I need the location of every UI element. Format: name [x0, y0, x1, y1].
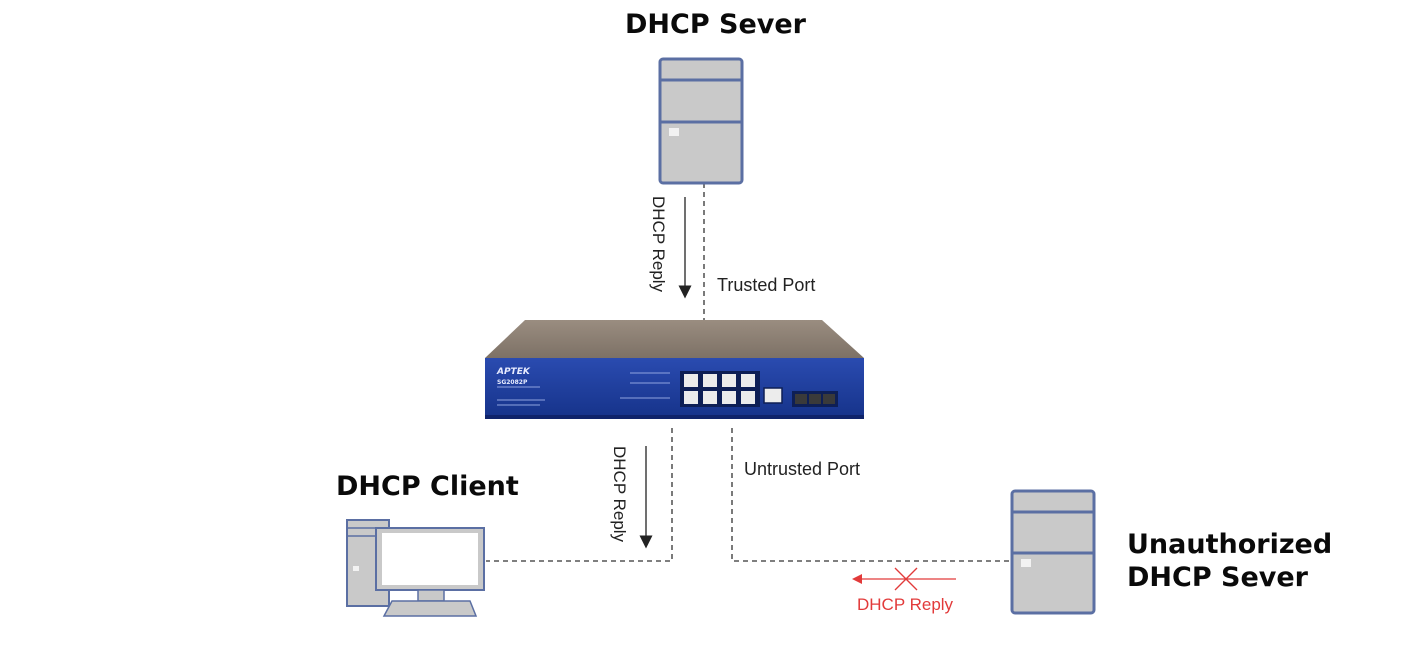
unauthorized-server-title-line1: Unauthorized [1127, 529, 1333, 560]
unauthorized-server-icon [1010, 489, 1096, 615]
reply-label-blocked: DHCP Reply [857, 595, 954, 614]
dhcp-client-title: DHCP Client [336, 471, 519, 502]
network-switch-icon [485, 320, 864, 419]
link-switch-unauthorized [731, 428, 1012, 562]
dhcp-server-icon [658, 57, 744, 185]
trusted-port-label: Trusted Port [717, 275, 816, 295]
unauthorized-server-title-line2: DHCP Sever [1127, 562, 1308, 593]
reply-label-server: DHCP Reply [649, 196, 668, 293]
blocked-reply-arrow [852, 574, 956, 584]
switch-brand-logo: APTEK [497, 367, 530, 377]
dhcp-server-title: DHCP Sever [625, 9, 806, 40]
dhcp-client-computer-icon [346, 519, 485, 617]
untrusted-port-label: Untrusted Port [744, 459, 861, 479]
blocked-x-icon [894, 567, 918, 591]
reply-label-client: DHCP Reply [610, 446, 629, 543]
link-switch-client [486, 428, 673, 562]
switch-model-label: SG2082P [497, 379, 528, 386]
